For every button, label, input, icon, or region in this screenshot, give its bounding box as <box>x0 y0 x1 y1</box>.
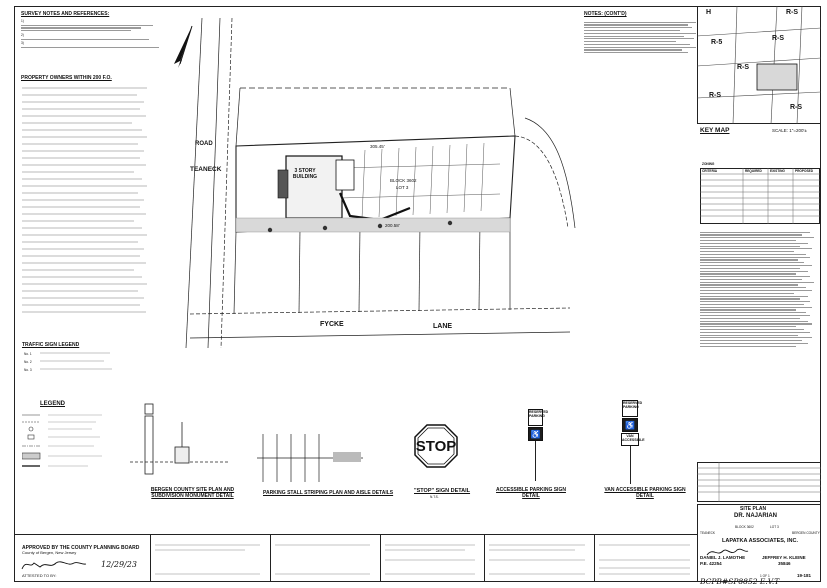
survey-note-1: 1) <box>21 19 24 23</box>
road-fycke-label: FYCKE <box>320 321 344 328</box>
key-map-zone-6: R-S <box>790 104 803 111</box>
right-notes-block <box>700 230 818 348</box>
survey-notes-block: 1) 2) 3) <box>21 19 171 50</box>
job-number: 19-181 <box>797 573 812 578</box>
dimension-top: 305.45' <box>370 144 385 149</box>
traffic-sign-lines <box>40 352 112 370</box>
road-road-label: ROAD <box>195 141 213 147</box>
engineer-1-license: P.E. 42254 <box>700 561 722 566</box>
client-name: DR. NAJARIAN <box>734 513 778 519</box>
title-lot-number: LOT 3 <box>770 525 779 529</box>
key-map-caption: KEY MAP <box>700 127 730 134</box>
key-map-drawing <box>697 6 821 124</box>
zoning-table <box>700 168 820 224</box>
handwritten-note: BCPB#SP8852 E.V.T <box>700 577 780 586</box>
approval-divider-5 <box>594 534 595 582</box>
zoning-header-existing: EXISTING <box>770 169 785 173</box>
stop-detail-title: "STOP" SIGN DETAIL <box>414 488 471 494</box>
key-map-zone-h: H <box>706 9 712 16</box>
county-approval-title: APPROVED BY THE COUNTY PLANNING BOARD <box>22 545 140 551</box>
van-wheelchair-icon: ♿ <box>622 418 638 432</box>
bergen-detail-title: BERGEN COUNTY SITE PLAN AND SUBDIVISION … <box>150 487 235 499</box>
county-approval-sub: County of Bergen, New Jersey <box>22 550 77 555</box>
handwritten-date: 12/29/23 <box>101 560 137 569</box>
engineer-1-name: DANIEL J. LAMOTHE <box>700 555 746 560</box>
stop-detail-scale: N.T.S. <box>430 495 439 499</box>
property-owners-table <box>22 87 147 313</box>
title-block-number: BLOCK 3602 <box>735 525 754 529</box>
legend-symbols <box>22 414 102 467</box>
van-sign-post <box>630 446 631 484</box>
traffic-sign-row-3: No. 3 <box>24 368 32 372</box>
key-map-zone-4: R-S <box>737 64 750 71</box>
approval-signature-lines <box>155 544 690 575</box>
drawing-sheet <box>14 6 821 582</box>
van-reserved-sign: RESERVED PARKING <box>622 400 642 417</box>
traffic-sign-legend-title: TRAFFIC SIGN LEGEND <box>22 342 80 348</box>
van-accessible-plaque: VAN ACCESSIBLE <box>621 433 645 446</box>
traffic-sign-row-2: No. 2 <box>24 360 32 364</box>
title-block <box>697 504 821 582</box>
stop-sign: STOP <box>414 424 458 468</box>
lot-label: LOT 3 <box>396 185 409 190</box>
sheet-number: 1 OF 1 <box>760 574 770 578</box>
zoning-header-required: REQUIRED <box>745 169 762 173</box>
firm-name: LAPATKA ASSOCIATES, INC. <box>722 538 798 544</box>
attested-label: ATTESTED TO BY: <box>22 573 57 578</box>
engineer-2-license: 35846 <box>778 561 791 566</box>
dimension-bottom: 200.58' <box>385 223 400 228</box>
legend-title: LEGEND <box>40 401 66 407</box>
title-town: TEANECK <box>700 531 716 535</box>
parking-stall-drawing <box>257 434 363 482</box>
approval-divider-4 <box>484 534 485 582</box>
title-county: BERGEN COUNTY <box>792 531 820 535</box>
road-teaneck-label: TEANECK <box>190 166 222 173</box>
survey-notes-title: SURVEY NOTES AND REFERENCES: <box>21 11 110 17</box>
van-detail-title: VAN ACCESSIBLE PARKING SIGN DETAIL <box>604 487 686 499</box>
zoning-title: ZONING <box>702 162 715 166</box>
key-map-zone-2: R-5 <box>711 39 723 46</box>
engineer-2-name: JEFFREY H. KLEINE <box>762 555 806 560</box>
approval-divider-1 <box>150 534 151 582</box>
key-map-zone-1: R-S <box>786 9 799 16</box>
site-plan-drawing <box>185 18 576 349</box>
key-map-scale: SCALE: 1"=200'± <box>772 128 807 133</box>
stop-sign-text: STOP <box>415 438 457 455</box>
reserved-parking-sign: RESERVED PARKING <box>528 409 548 426</box>
building-label: 3 STORY BUILDING <box>292 168 318 180</box>
approval-divider-2 <box>270 534 271 582</box>
road-lane-label: LANE <box>433 323 453 330</box>
revisions-grid <box>697 462 821 502</box>
key-map-zone-5: R-S <box>709 92 722 99</box>
property-owners-title: PROPERTY OWNERS WITHIN 200 F.O. <box>21 75 112 81</box>
sheet-title: SITE PLAN <box>740 506 767 512</box>
survey-note-3: 3) <box>21 41 24 46</box>
block-label: BLOCK 3602 <box>390 178 417 183</box>
bergen-monument-drawing <box>130 403 230 475</box>
approval-strip-border <box>14 534 697 535</box>
notes-cont-block <box>584 20 699 55</box>
north-arrow-icon <box>174 25 193 68</box>
revisions-block <box>697 462 821 502</box>
key-map-zone-3: R-S <box>772 35 785 42</box>
approval-divider-3 <box>380 534 381 582</box>
sign-post <box>535 441 536 481</box>
zoning-grid <box>700 168 820 224</box>
wheelchair-icon: ♿ <box>528 427 543 441</box>
zoning-header-criteria: CRITERIA <box>702 169 718 173</box>
engineer-signature <box>706 548 749 556</box>
county-signature <box>21 561 87 570</box>
accessible-detail-title: ACCESSIBLE PARKING SIGN DETAIL <box>496 487 566 499</box>
zoning-header-proposed: PROPOSED <box>795 169 814 173</box>
traffic-sign-row-1: No. 1 <box>24 352 32 356</box>
parking-detail-title: PARKING STALL STRIPING PLAN AND AISLE DE… <box>263 490 394 496</box>
notes-cont-title: NOTES: (CONT'D) <box>584 11 627 17</box>
survey-note-2: 2) <box>21 32 24 37</box>
